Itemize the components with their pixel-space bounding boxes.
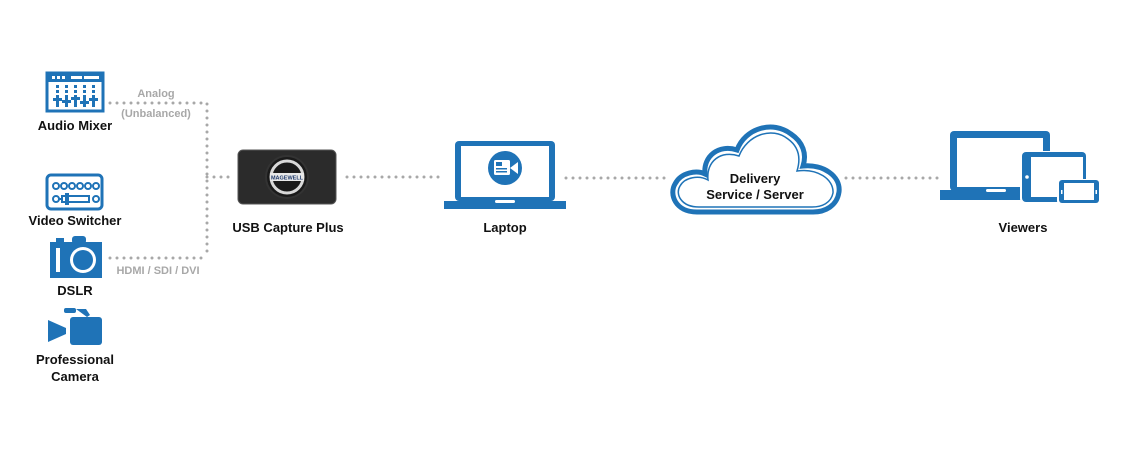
usb-capture-label: USB Capture Plus (232, 220, 344, 235)
video-switcher-icon (45, 173, 104, 211)
audio-mixer-icon (45, 71, 105, 113)
camera-icon (50, 236, 102, 278)
audio-mixer-label: Audio Mixer (37, 118, 113, 133)
analog-sublabel: (Unbalanced) (121, 108, 191, 120)
pro-camera-label-line2: Camera (51, 369, 99, 384)
audio-mixer-node (45, 71, 105, 118)
laptop-node (444, 139, 566, 216)
brand-text: MAGEWELL (271, 176, 304, 182)
cloud-icon (670, 124, 842, 215)
video-camera-icon (48, 308, 102, 345)
cloud-label-line1: Delivery (729, 171, 781, 186)
capture-device-icon: MAGEWELL (237, 149, 337, 205)
digital-label: HDMI / SDI / DVI (116, 265, 200, 277)
laptop-label: Laptop (483, 220, 527, 235)
cloud-label-line2: Service / Server (706, 187, 804, 202)
viewers-devices-icon (940, 131, 1100, 204)
pro-camera-label-line1: Professional (35, 352, 115, 367)
analog-label: Analog (137, 88, 175, 100)
pro-camera-node (46, 307, 104, 352)
video-switcher-node (45, 173, 105, 216)
connector-audio (108, 101, 209, 260)
cloud-node (667, 116, 845, 225)
viewers-node (940, 130, 1102, 211)
dslr-label: DSLR (57, 283, 93, 298)
pro-camera-label: Professional Camera (15, 351, 135, 385)
viewers-label: Viewers (998, 220, 1048, 235)
video-switcher-label: Video Switcher (28, 213, 122, 228)
laptop-icon (444, 141, 566, 209)
dslr-node (46, 236, 104, 285)
usb-capture-node: MAGEWELL (237, 149, 337, 210)
